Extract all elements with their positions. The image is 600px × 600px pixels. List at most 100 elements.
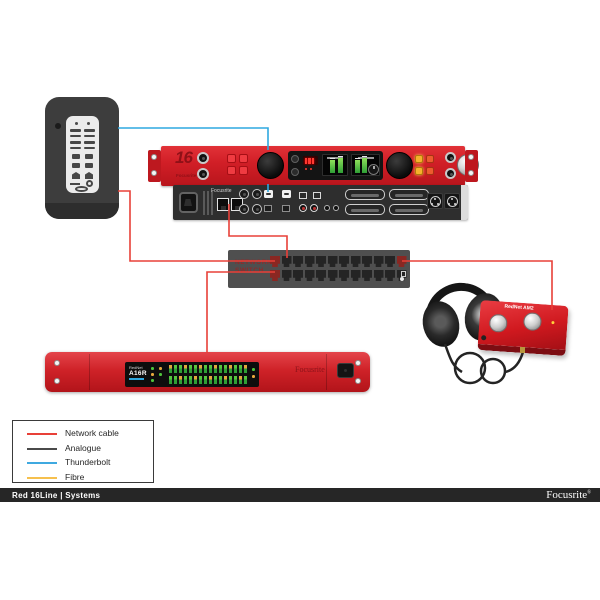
led-meter bbox=[239, 365, 242, 373]
brand-label: Focusrite bbox=[176, 173, 197, 178]
rack-ear-right bbox=[465, 150, 478, 182]
rj45-port bbox=[339, 270, 349, 281]
led-meter bbox=[174, 365, 177, 373]
wordclock-bnc-port bbox=[239, 189, 249, 199]
level-meter-bar bbox=[362, 156, 367, 173]
legend-item: Network cable bbox=[13, 427, 153, 441]
led-meter bbox=[184, 376, 187, 384]
led-meter bbox=[229, 376, 232, 384]
model-number: 16 bbox=[175, 148, 193, 167]
front-display bbox=[288, 151, 383, 180]
led-meter bbox=[209, 376, 212, 384]
legend-label: Analogue bbox=[65, 442, 101, 453]
status-led bbox=[252, 368, 255, 371]
footer-bar: Red 16Line | Systems Focusrite® bbox=[0, 488, 600, 502]
legend-line-sample bbox=[27, 476, 57, 479]
monitor-dial-icon bbox=[368, 164, 379, 175]
headphone-jack-2 bbox=[197, 168, 209, 180]
footer-title: Red 16Line | Systems bbox=[12, 490, 101, 500]
select-button bbox=[227, 154, 236, 163]
am2-monitor-controller: RedNet AM2 bbox=[477, 299, 569, 357]
rj45-port bbox=[281, 256, 292, 267]
rca-port bbox=[299, 204, 307, 212]
status-led bbox=[151, 367, 154, 370]
rj45-port bbox=[293, 270, 303, 281]
headphone-jack-1 bbox=[197, 152, 209, 164]
legend-item: Analogue bbox=[13, 442, 153, 456]
led-meter bbox=[234, 376, 237, 384]
ethernet-port-a bbox=[217, 198, 229, 211]
rear-rack-bracket bbox=[461, 185, 468, 220]
spdif-optical-port bbox=[299, 192, 307, 199]
status-led bbox=[151, 373, 154, 376]
thunderbolt-port-icon bbox=[72, 163, 80, 168]
iec-power-inlet bbox=[179, 192, 198, 213]
a16r-display: RedNet A16R bbox=[125, 362, 259, 387]
status-led bbox=[159, 373, 162, 376]
rj45-port bbox=[327, 256, 338, 267]
rj45-port bbox=[270, 270, 280, 281]
db25-analogue-port bbox=[345, 189, 385, 200]
rca-port bbox=[310, 204, 318, 212]
xlr-output-port bbox=[427, 193, 443, 209]
led-meter bbox=[174, 376, 177, 384]
vent-slot bbox=[211, 191, 213, 215]
screen-caption bbox=[327, 157, 343, 159]
rj45-port bbox=[270, 256, 280, 267]
rack-screw-hole bbox=[151, 154, 157, 160]
led-meter bbox=[224, 365, 227, 373]
led-meter bbox=[199, 376, 202, 384]
front-faceplate: 16 Focusrite bbox=[161, 146, 479, 186]
led-meter bbox=[189, 365, 192, 373]
led-meter bbox=[219, 365, 222, 373]
led-meter bbox=[224, 376, 227, 384]
thunderbolt-port-1 bbox=[264, 190, 273, 198]
rack-screw-hole bbox=[54, 378, 60, 384]
hdmi-port-icon bbox=[85, 172, 93, 179]
led-meter bbox=[209, 365, 212, 373]
status-led bbox=[252, 375, 255, 378]
led-meter bbox=[244, 376, 247, 384]
usb-ports-icon bbox=[84, 129, 95, 137]
ethernet-port-icon bbox=[70, 183, 80, 185]
switch-port-grid bbox=[228, 250, 410, 288]
optical-port bbox=[282, 205, 290, 212]
led-meter bbox=[239, 376, 242, 384]
led-meter bbox=[179, 376, 182, 384]
db25-analogue-port bbox=[389, 189, 429, 200]
power-inlet-icon bbox=[75, 186, 88, 192]
led-meter bbox=[229, 365, 232, 373]
thunderbolt-port-icon bbox=[85, 154, 93, 159]
meter-screen-1 bbox=[322, 154, 348, 176]
focusrite-logo: Focusrite® bbox=[546, 488, 591, 501]
rack-screw-hole bbox=[468, 154, 474, 160]
usb-ports-icon bbox=[70, 141, 81, 149]
sample-rate-led-display bbox=[303, 156, 318, 165]
brand-label-a16r: Focusrite bbox=[295, 365, 325, 374]
status-led bbox=[305, 168, 307, 170]
am2-knob-left bbox=[488, 313, 508, 333]
status-led bbox=[87, 122, 90, 125]
led-meter bbox=[189, 376, 192, 384]
xlr-output-port bbox=[444, 193, 460, 209]
legend-label: Thunderbolt bbox=[65, 457, 111, 467]
legend-item: Fibre bbox=[13, 471, 153, 485]
hdmi-port-icon bbox=[72, 172, 80, 179]
thunderbolt-port-icon bbox=[85, 163, 93, 168]
select-button bbox=[239, 154, 248, 163]
rack-screw-hole bbox=[54, 360, 60, 366]
a16r-power-button bbox=[337, 363, 354, 378]
legend-label: Fibre bbox=[65, 471, 85, 482]
status-led bbox=[159, 367, 162, 370]
rj45-port bbox=[304, 256, 315, 267]
chassis-seam bbox=[89, 354, 90, 390]
mode-button bbox=[426, 167, 434, 175]
a16r-logo: RedNet A16R bbox=[129, 365, 147, 380]
rack-screw-hole bbox=[355, 378, 361, 384]
led-meter bbox=[169, 376, 172, 384]
meter-screen-2 bbox=[351, 154, 380, 176]
rj45-port bbox=[304, 270, 315, 281]
led-meter bbox=[234, 365, 237, 373]
